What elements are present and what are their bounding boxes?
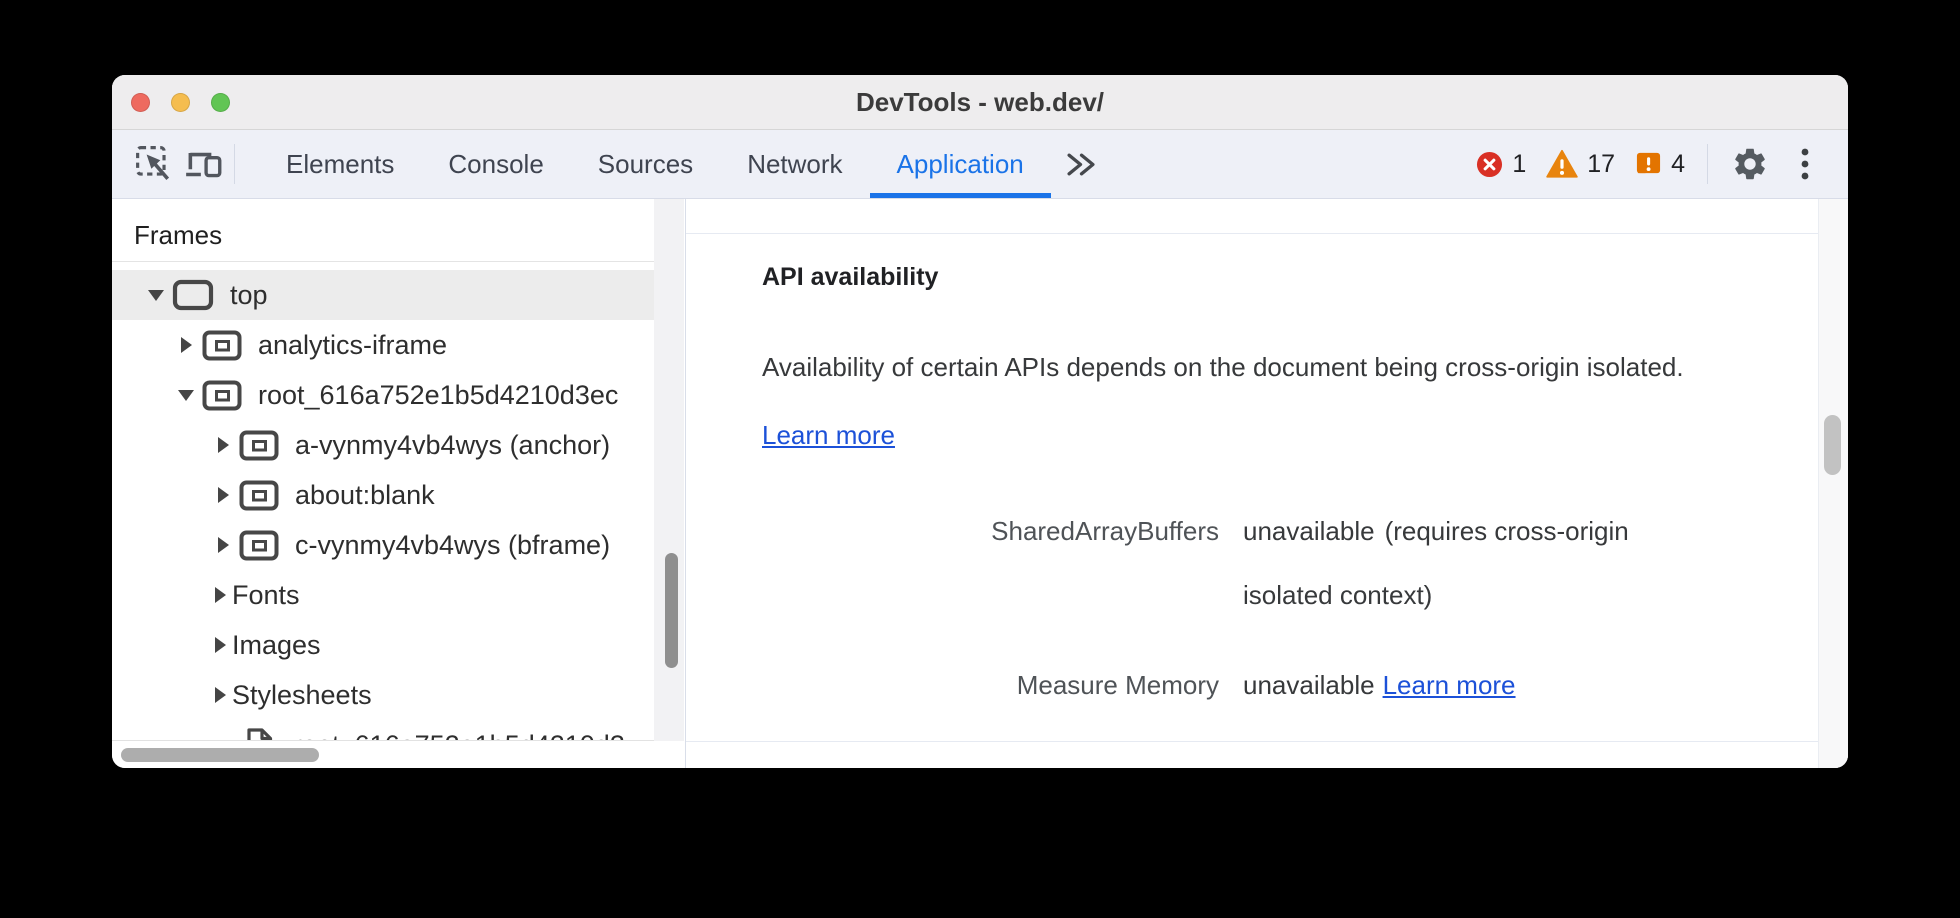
- report-rows: SharedArrayBuffers unavailable(requires …: [762, 499, 1713, 717]
- toolbar-divider: [1707, 144, 1708, 184]
- iframe-icon: [239, 430, 279, 461]
- sidebar-vertical-scrollbar[interactable]: [665, 553, 678, 668]
- warning-icon: [1546, 149, 1579, 178]
- tree-item-stylesheets[interactable]: Stylesheets: [112, 670, 684, 720]
- section-divider: [686, 233, 1818, 234]
- warning-count: 17: [1587, 149, 1616, 178]
- issues-icon: [1637, 152, 1661, 173]
- panel-tabs: Elements Console Sources Network Applica…: [259, 130, 1051, 198]
- more-tabs-button[interactable]: [1055, 150, 1106, 179]
- row-value-text: unavailable: [1243, 670, 1375, 700]
- tab-application[interactable]: Application: [869, 130, 1051, 198]
- tree-item-fonts[interactable]: Fonts: [112, 570, 684, 620]
- disclosure-expanded-icon[interactable]: [176, 385, 196, 405]
- main-scrollbar-track: [1818, 199, 1848, 768]
- titlebar: DevTools - web.dev/: [112, 75, 1848, 130]
- row-value: unavailable(requires cross-origin isolat…: [1243, 499, 1713, 627]
- tree-item-root-document[interactable]: root_616a752e1b5d4210d3: [112, 720, 684, 741]
- warning-badge[interactable]: 17: [1546, 149, 1615, 179]
- toggle-device-toolbar-button[interactable]: [182, 138, 226, 190]
- disclosure-expanded-icon[interactable]: [146, 285, 166, 305]
- description-text: Availability of certain APIs depends on …: [762, 352, 1684, 382]
- frames-tree: top analytics-iframe r: [112, 262, 684, 741]
- frames-tree-viewport: Frames top analytics-ifr: [112, 199, 684, 741]
- inspect-element-button[interactable]: [132, 138, 176, 190]
- frame-window-icon: [172, 279, 214, 311]
- row-label: SharedArrayBuffers: [991, 516, 1219, 546]
- traffic-lights: [131, 75, 230, 129]
- report-row-sharedarraybuffers: SharedArrayBuffers unavailable(requires …: [762, 499, 1713, 627]
- tree-item-label: a-vynmy4vb4wys (anchor): [295, 429, 611, 460]
- tree-item-label: c-vynmy4vb4wys (bframe): [295, 529, 611, 560]
- tab-console[interactable]: Console: [448, 148, 544, 179]
- tree-item-about-blank[interactable]: about:blank: [112, 470, 684, 520]
- device-toolbar-icon: [186, 152, 222, 178]
- learn-more-link[interactable]: Learn more: [1382, 670, 1516, 700]
- disclosure-collapsed-icon[interactable]: [213, 535, 233, 555]
- window-title: DevTools - web.dev/: [855, 86, 1104, 117]
- frames-section-header: Frames: [112, 199, 684, 262]
- iframe-icon: [239, 530, 279, 561]
- overflow-tabs-icon: [1067, 153, 1095, 175]
- minimize-window-button[interactable]: [171, 92, 190, 112]
- tree-item-label: root_616a752e1b5d4210d3ec: [258, 379, 619, 410]
- issues-badge[interactable]: 4: [1635, 150, 1685, 179]
- disclosure-collapsed-icon[interactable]: [210, 635, 230, 655]
- main-vertical-scrollbar[interactable]: [1824, 415, 1841, 475]
- iframe-icon: [202, 380, 242, 411]
- section-description: Availability of certain APIs depends on …: [762, 333, 1732, 469]
- tree-item-label: analytics-iframe: [258, 329, 448, 360]
- sidebar-horizontal-scrollbar[interactable]: [121, 748, 319, 762]
- toolbar-divider: [234, 144, 235, 184]
- panel-content: Frames top analytics-ifr: [112, 199, 1848, 768]
- tree-item-bframe[interactable]: c-vynmy4vb4wys (bframe): [112, 520, 684, 570]
- tree-item-label: Fonts: [232, 579, 300, 610]
- tree-item-images[interactable]: Images: [112, 620, 684, 670]
- tab-elements[interactable]: Elements: [286, 148, 395, 179]
- tree-item-top[interactable]: top: [112, 270, 684, 320]
- row-note: (requires cross-origin isolated context): [1243, 516, 1629, 610]
- issues-count: 4: [1671, 149, 1685, 178]
- tab-network[interactable]: Network: [747, 148, 843, 179]
- tree-item-label: about:blank: [295, 479, 435, 510]
- tree-item-root-frame[interactable]: root_616a752e1b5d4210d3ec: [112, 370, 684, 420]
- disclosure-collapsed-icon[interactable]: [210, 685, 230, 705]
- row-value-text: unavailable: [1243, 516, 1375, 546]
- document-icon: [246, 728, 273, 740]
- more-options-button[interactable]: [1790, 138, 1820, 190]
- row-label: Measure Memory: [1016, 670, 1219, 700]
- settings-button[interactable]: [1730, 138, 1770, 190]
- close-window-button[interactable]: [131, 92, 150, 112]
- disclosure-collapsed-icon[interactable]: [213, 435, 233, 455]
- error-badge[interactable]: 1: [1476, 150, 1526, 179]
- kebab-menu-icon: [1801, 148, 1809, 180]
- disclosure-collapsed-icon[interactable]: [210, 585, 230, 605]
- error-icon: [1477, 151, 1503, 177]
- toolbar-right: 1 17 4: [1476, 138, 1848, 190]
- tab-sources[interactable]: Sources: [597, 148, 694, 179]
- disclosure-collapsed-icon[interactable]: [213, 485, 233, 505]
- error-count: 1: [1512, 149, 1527, 178]
- tree-item-label: Images: [232, 629, 321, 660]
- tree-item-anchor-frame[interactable]: a-vynmy4vb4wys (anchor): [112, 420, 684, 470]
- iframe-icon: [202, 330, 242, 361]
- gear-icon: [1735, 148, 1765, 180]
- tree-item-label: top: [230, 279, 268, 310]
- devtools-window: DevTools - web.dev/ Elements Console Sou…: [112, 75, 1848, 768]
- disclosure-collapsed-icon[interactable]: [176, 335, 196, 355]
- frames-sidebar: Frames top analytics-ifr: [112, 199, 686, 768]
- api-availability-panel: API availability Availability of certain…: [686, 199, 1848, 768]
- zoom-window-button[interactable]: [211, 92, 230, 112]
- iframe-icon: [239, 480, 279, 511]
- learn-more-link[interactable]: Learn more: [762, 420, 895, 450]
- section-heading: API availability: [762, 263, 939, 291]
- inspect-icon: [136, 146, 170, 180]
- devtools-toolbar: Elements Console Sources Network Applica…: [112, 130, 1848, 199]
- tree-item-label: Stylesheets: [232, 679, 372, 710]
- tree-item-label: root_616a752e1b5d4210d3: [293, 730, 625, 741]
- tree-item-analytics-iframe[interactable]: analytics-iframe: [112, 320, 684, 370]
- section-divider: [686, 741, 1848, 742]
